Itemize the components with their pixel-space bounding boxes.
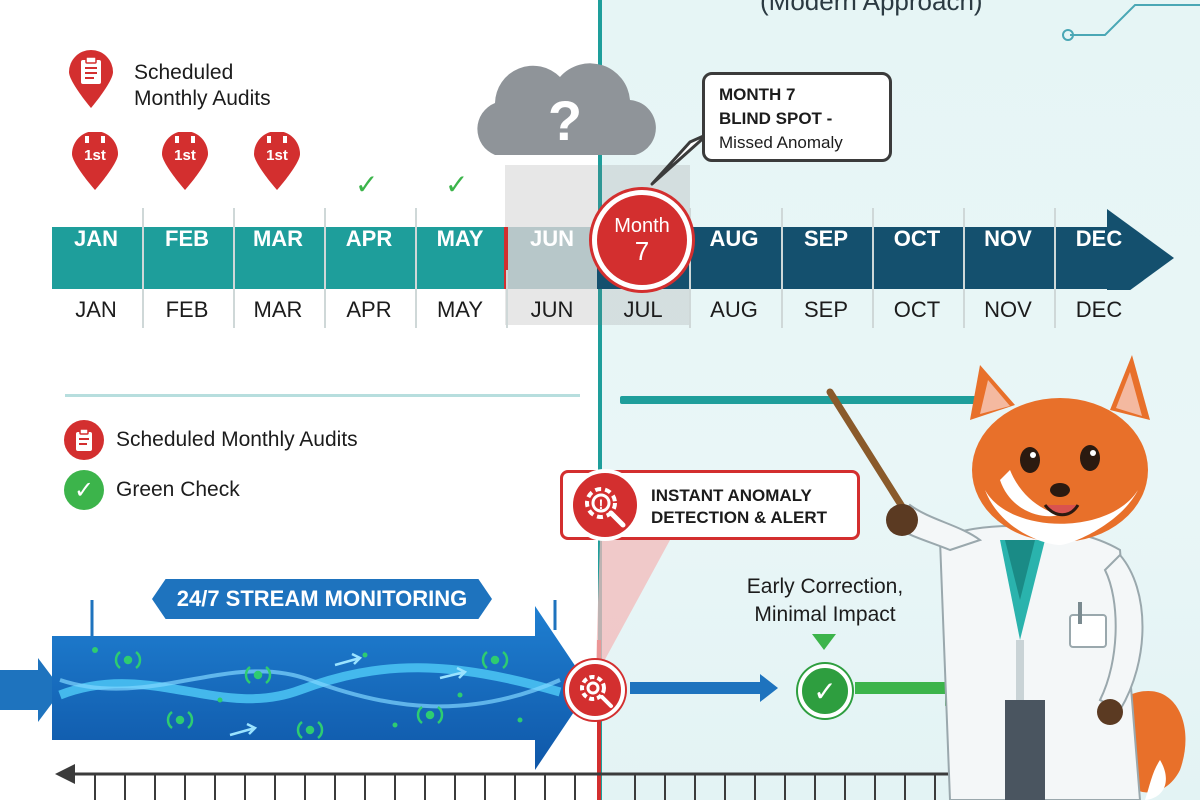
check-icon: ✓: [64, 470, 104, 510]
callout-pointer: [650, 132, 710, 186]
timeline-bar: [52, 209, 1174, 290]
callout-line3: Missed Anomaly: [719, 133, 843, 152]
month-separator: [689, 208, 691, 328]
timeline-bottom-sep: SEP: [803, 297, 849, 322]
month-separator: [872, 208, 874, 328]
circuit-decoration: [1062, 4, 1200, 41]
alert-gear-icon: !: [569, 469, 641, 541]
month7-marker: Month 7: [592, 190, 692, 290]
clipboard-icon: [64, 420, 104, 460]
audit-pin-mar: 1st: [252, 131, 302, 192]
timeline-top-aug: AUG: [709, 226, 759, 251]
alert-beam: [596, 540, 670, 665]
legend-top-label: Scheduled Monthly Audits: [134, 61, 271, 110]
timeline-bottom-mar: MAR: [253, 297, 303, 322]
fox-scientist-mascot: [826, 355, 1186, 800]
timeline-bottom-jul: JUL: [623, 297, 663, 322]
blind-spot-callout: MONTH 7 BLIND SPOT - Missed Anomaly: [702, 72, 892, 162]
early-check-icon: ✓: [798, 664, 852, 718]
month7-label: Month: [614, 215, 670, 237]
check-icon-may: ✓: [445, 169, 469, 200]
audit-pin-feb: 1st: [160, 131, 210, 192]
timeline-bottom-feb: FEB: [165, 297, 209, 322]
check-icon-apr: ✓: [355, 169, 379, 200]
timeline-bottom-dec: DEC: [1075, 297, 1123, 322]
audit-pin-jan: 1st: [70, 131, 120, 192]
signal-icons: [114, 651, 509, 739]
month-separator: [1054, 208, 1056, 328]
timeline-bottom-oct: OCT: [893, 297, 941, 322]
alert-text: INSTANT ANOMALY DETECTION & ALERT: [651, 486, 827, 527]
legend-clipboard-pin-icon: [69, 50, 113, 108]
calendar-pin-icon: [254, 131, 300, 190]
stream-arrow: [0, 600, 975, 770]
month-separator: [142, 208, 144, 328]
timeline-bottom-may: MAY: [436, 297, 484, 322]
calendar-pin-icon: [72, 131, 118, 190]
month-separator: [324, 208, 326, 328]
month-separator: [781, 208, 783, 328]
question-cloud-icon: ?: [477, 63, 656, 155]
calendar-pin-icon: [162, 131, 208, 190]
timeline-top-jun: JUN: [529, 226, 574, 251]
timeline-top-feb: FEB: [165, 226, 209, 251]
timeline-ruler: [55, 764, 1000, 800]
stream-monitoring-label: 24/7 STREAM MONITORING: [152, 579, 492, 619]
legend-item-audits: Scheduled Monthly Audits: [64, 420, 358, 460]
section-divider-left: [65, 394, 580, 397]
modern-approach-title: (Modern Approach): [760, 0, 983, 16]
timeline-top-oct: OCT: [893, 226, 941, 251]
legend-label-audits: Scheduled Monthly Audits: [116, 428, 358, 451]
timeline-top-may: MAY: [436, 226, 484, 251]
month-separator: [415, 208, 417, 328]
timeline-top-sep: SEP: [803, 226, 849, 251]
early-pointer-icon: [812, 634, 836, 650]
callout-line1: MONTH 7: [719, 85, 796, 104]
timeline-top-mar: MAR: [252, 226, 304, 251]
panel-divider: [598, 0, 602, 800]
timeline-top-apr: APR: [345, 226, 393, 251]
instant-alert-box: ! INSTANT ANOMALY DETECTION & ALERT: [560, 469, 860, 541]
question-mark: ?: [548, 89, 582, 152]
month-separator: [233, 208, 235, 328]
legend-label-green-check: Green Check: [116, 478, 240, 501]
timeline-bottom-nov: NOV: [984, 297, 1032, 322]
timeline-bottom-jan: JAN: [75, 297, 117, 322]
month-separator: [963, 208, 965, 328]
timeline-top-jan: JAN: [73, 226, 118, 251]
timeline-bottom-jun: JUN: [530, 297, 574, 322]
early-correction-text: Early Correction, Minimal Impact: [746, 575, 904, 626]
svg-text:!: !: [599, 496, 604, 512]
red-divider-line: [597, 640, 601, 800]
month-separator: [506, 270, 508, 328]
section-divider-right: [620, 396, 980, 404]
timeline-top-nov: NOV: [984, 226, 1032, 251]
legend-item-green-check: ✓ Green Check: [64, 470, 240, 510]
timeline-bottom-aug: AUG: [710, 297, 758, 322]
timeline-top-dec: DEC: [1075, 226, 1123, 251]
timeline-bottom-apr: APR: [346, 297, 392, 322]
stream-gear-icon: [565, 660, 625, 720]
callout-line2: BLIND SPOT -: [719, 109, 833, 128]
month7-number: 7: [634, 236, 650, 266]
